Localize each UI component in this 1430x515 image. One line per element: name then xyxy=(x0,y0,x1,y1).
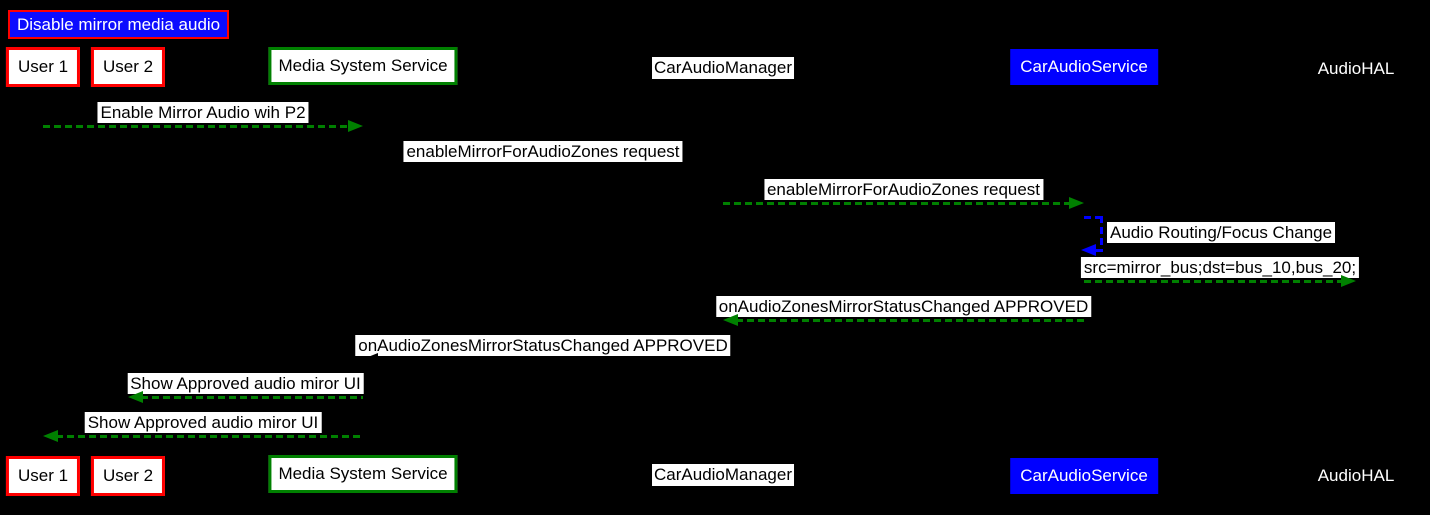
message-label: Show Approved audio miror UI xyxy=(84,412,322,433)
message-arrowhead-left xyxy=(723,314,738,326)
message-label: onAudioZonesMirrorStatusChanged APPROVED xyxy=(355,335,731,356)
message-label: Audio Routing/Focus Change xyxy=(1107,222,1336,243)
message-arrow-line xyxy=(43,125,350,128)
participant-user2-bottom: User 2 xyxy=(90,456,166,496)
message-arrowhead-right xyxy=(1069,197,1084,209)
participant-media-bottom: Media System Service xyxy=(268,455,458,493)
participant-user2-top: User 2 xyxy=(90,47,166,87)
participant-cam-bottom: CarAudioManager xyxy=(652,464,794,486)
self-loop-right-segment xyxy=(1100,216,1103,249)
self-loop-arrowhead-left xyxy=(1081,244,1096,256)
participant-hal-top: AudioHAL xyxy=(1317,59,1395,78)
message-arrow-line xyxy=(56,435,363,438)
message-arrowhead-left xyxy=(363,353,378,365)
participant-user1-top: User 1 xyxy=(5,47,81,87)
participant-media-top: Media System Service xyxy=(268,47,458,85)
message-label: src=mirror_bus;dst=bus_10,bus_20; xyxy=(1080,257,1360,278)
participant-hal-bottom: AudioHAL xyxy=(1317,466,1395,485)
message-arrowhead-left xyxy=(43,430,58,442)
participant-cas-top: CarAudioService xyxy=(1010,49,1158,85)
message-label: enableMirrorForAudioZones request xyxy=(763,179,1044,200)
message-arrowhead-right xyxy=(348,120,363,132)
message-arrowhead-right xyxy=(1341,275,1356,287)
message-arrow-line xyxy=(736,319,1084,322)
message-arrow-line xyxy=(376,358,723,361)
message-arrowhead-left xyxy=(128,391,143,403)
message-arrow-line xyxy=(723,202,1071,205)
message-label: enableMirrorForAudioZones request xyxy=(403,141,683,162)
message-label: onAudioZonesMirrorStatusChanged APPROVED xyxy=(715,296,1092,317)
participant-user1-bottom: User 1 xyxy=(5,456,81,496)
message-label: Show Approved audio miror UI xyxy=(127,373,364,394)
message-arrow-line xyxy=(1084,280,1343,283)
participant-cas-bottom: CarAudioService xyxy=(1010,458,1158,494)
message-label: Enable Mirror Audio wih P2 xyxy=(97,102,309,123)
self-loop-top-segment xyxy=(1084,216,1103,219)
message-arrowhead-right xyxy=(708,159,723,171)
participant-cam-top: CarAudioManager xyxy=(652,57,794,79)
self-loop-bottom-segment xyxy=(1096,249,1103,252)
message-arrow-line xyxy=(363,164,710,167)
message-arrow-line xyxy=(141,396,363,399)
diagram-title: Disable mirror media audio xyxy=(8,10,230,39)
